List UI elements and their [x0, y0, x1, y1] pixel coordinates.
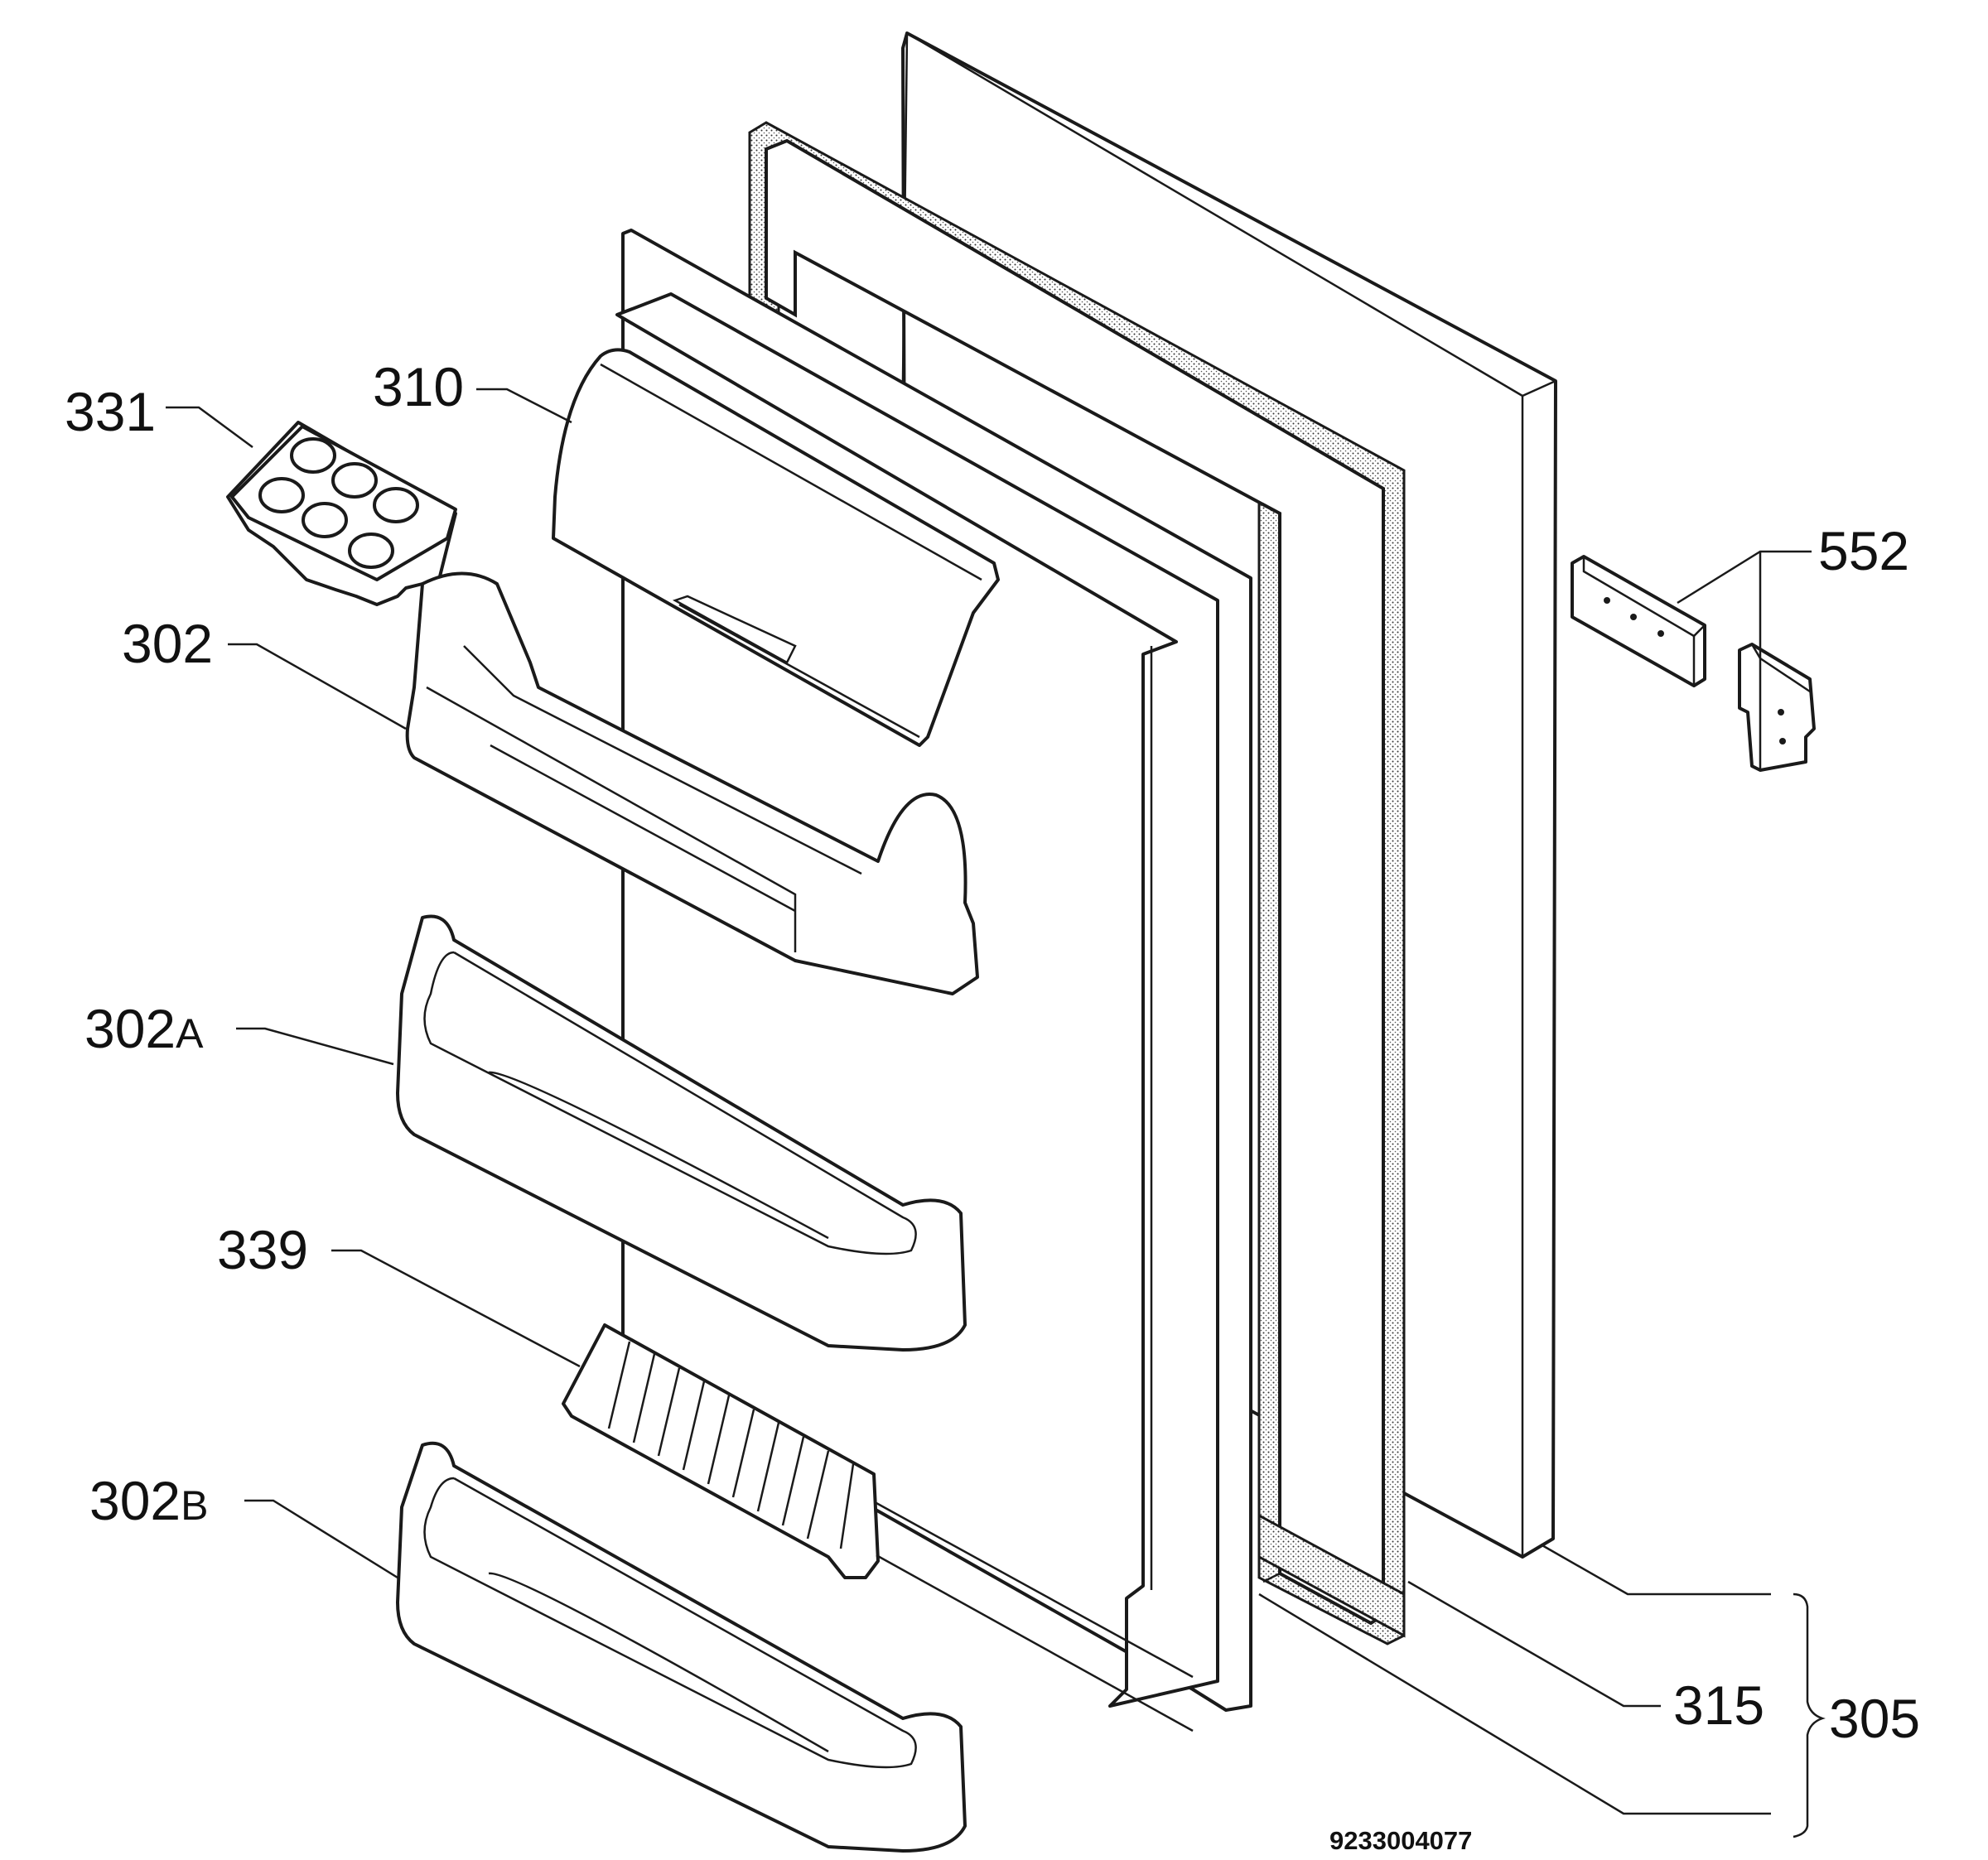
callout-302a-number: 302	[84, 998, 176, 1059]
egg-tray	[226, 421, 457, 606]
callout-302b: 302B	[89, 1470, 208, 1531]
egg-cups	[258, 437, 419, 569]
callout-302: 302	[122, 613, 213, 674]
callout-302a-suffix: A	[176, 1010, 204, 1057]
callout-315: 315	[1673, 1674, 1764, 1736]
callout-302b-number: 302	[89, 1470, 181, 1531]
dairy-flap	[552, 348, 1000, 747]
bottle-retainer	[562, 1323, 880, 1579]
callout-302b-suffix: B	[181, 1482, 208, 1529]
retainer-ribs	[607, 1341, 855, 1549]
callout-305: 305	[1829, 1688, 1920, 1749]
callout-339: 339	[217, 1219, 308, 1280]
leader-lines	[166, 388, 1826, 1838]
lower-door-shelf	[396, 1441, 967, 1853]
door-gasket	[748, 121, 1406, 1646]
drawing-number: 9233004077	[1329, 1826, 1472, 1855]
callout-302a: 302A	[84, 998, 204, 1059]
callout-310: 310	[373, 356, 464, 417]
callout-331: 331	[65, 381, 156, 442]
middle-door-shelf	[396, 914, 967, 1352]
callout-552: 552	[1818, 520, 1909, 581]
hinge-clip	[1738, 643, 1816, 772]
upper-door-shelf	[405, 571, 979, 995]
hinge-bracket-plate	[1571, 555, 1706, 687]
